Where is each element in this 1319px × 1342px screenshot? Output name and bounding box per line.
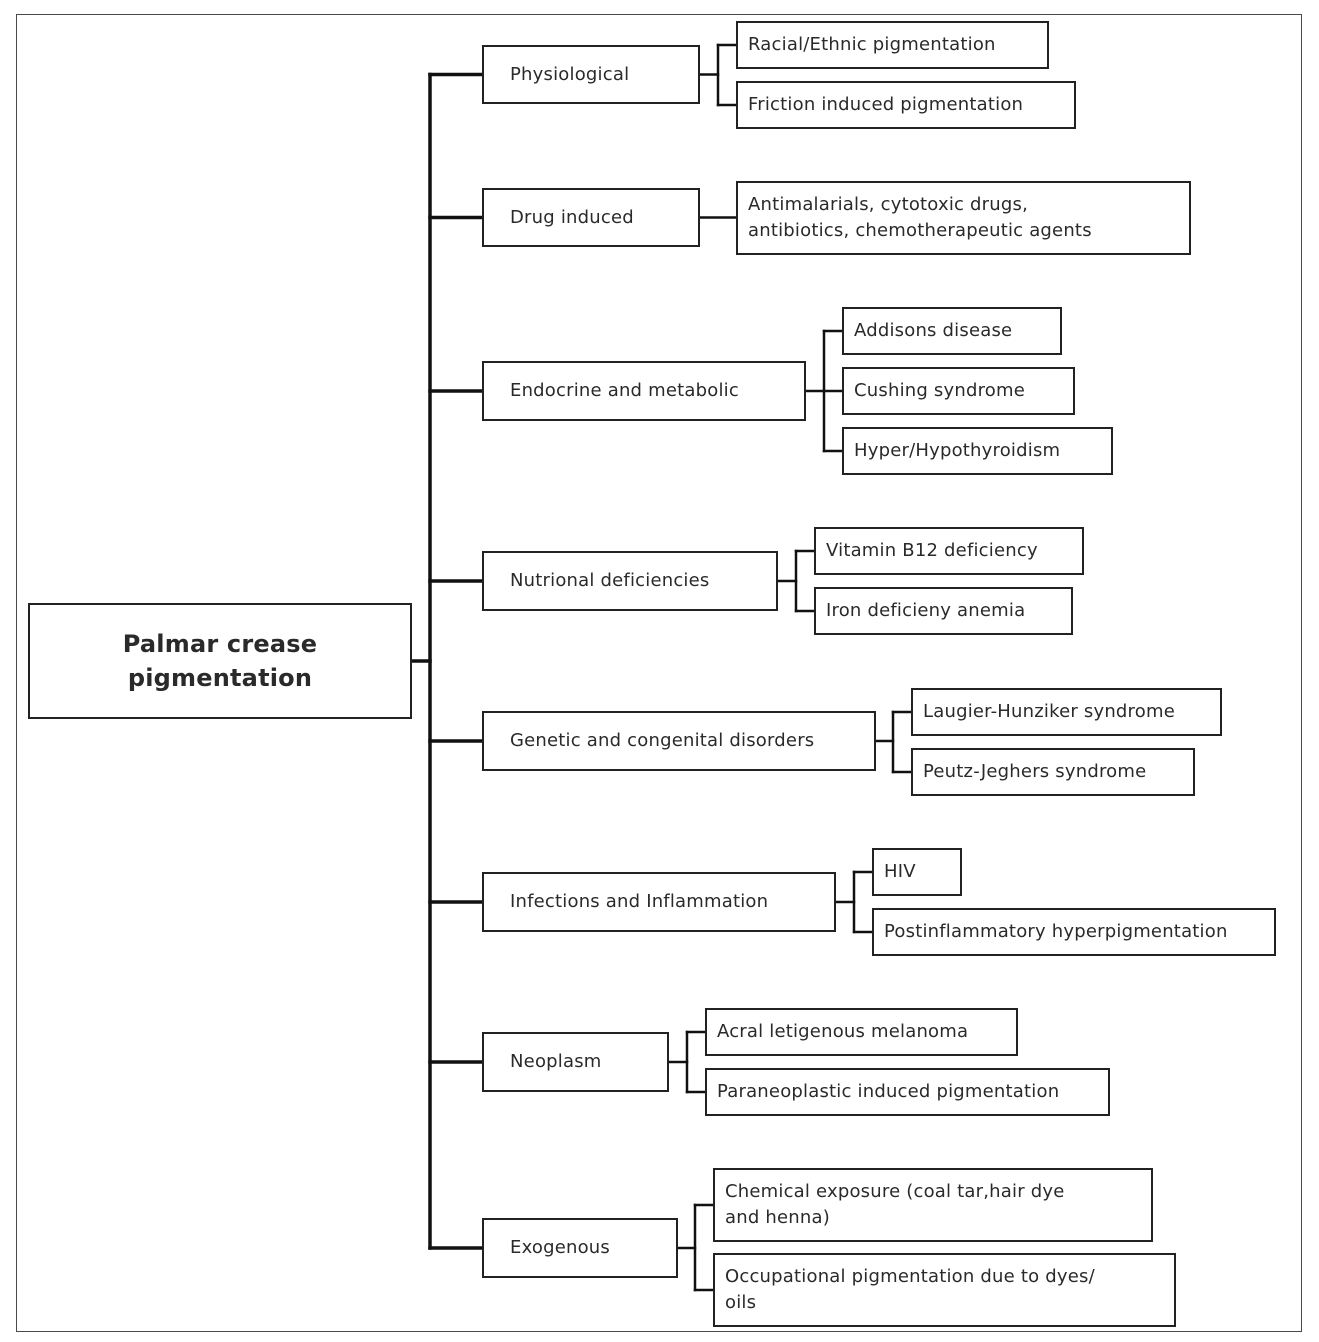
leaf-label: Postinflammatory hyperpigmentation (884, 921, 1228, 942)
leaf-label: Cushing syndrome (854, 380, 1026, 401)
category-drug-induced: Drug induced (482, 188, 700, 247)
leaf-label: Acral letigenous melanoma (717, 1021, 969, 1042)
category-genetic-and-congenital-disorders: Genetic and congenital disorders (482, 711, 876, 771)
leaf-hyper-hypothyroidism: Hyper/Hypothyroidism (842, 427, 1113, 475)
leaf-label: Vitamin B12 deficiency (826, 540, 1038, 561)
category-endocrine-and-metabolic: Endocrine and metabolic (482, 361, 806, 421)
category-label: Genetic and congenital disorders (510, 730, 815, 751)
leaf-occupational-pigmentation: Occupational pigmentation due to dyes/oi… (713, 1253, 1176, 1327)
category-nutritional-deficiencies: Nutrional deficiencies (482, 551, 778, 611)
leaf-paraneoplastic-induced-pigmentation: Paraneoplastic induced pigmentation (705, 1068, 1110, 1116)
category-label: Nutrional deficiencies (510, 570, 710, 591)
leaf-label: Peutz-Jeghers syndrome (923, 761, 1147, 782)
leaf-label: Occupational pigmentation due to dyes/oi… (725, 1266, 1095, 1313)
leaf-peutz-jeghers-syndrome: Peutz-Jeghers syndrome (911, 748, 1195, 796)
category-label: Endocrine and metabolic (510, 380, 739, 401)
leaf-friction-induced-pigmentation: Friction induced pigmentation (736, 81, 1076, 129)
leaf-iron-deficiency-anemia: Iron deficieny anemia (814, 587, 1073, 635)
category-physiological: Physiological (482, 45, 700, 104)
leaf-label: Antimalarials, cytotoxic drugs,antibioti… (748, 194, 1092, 241)
category-infections-and-inflammation: Infections and Inflammation (482, 872, 836, 932)
leaf-acral-lentiginous-melanoma: Acral letigenous melanoma (705, 1008, 1018, 1056)
leaf-label: Friction induced pigmentation (748, 94, 1024, 115)
category-neoplasm: Neoplasm (482, 1032, 669, 1092)
leaf-label: Racial/Ethnic pigmentation (748, 34, 996, 55)
leaf-label: Addisons disease (854, 320, 1013, 341)
leaf-label: Iron deficieny anemia (826, 600, 1026, 621)
leaf-drug-classes: Antimalarials, cytotoxic drugs,antibioti… (736, 181, 1191, 255)
category-label: Physiological (510, 63, 630, 85)
category-label: Infections and Inflammation (510, 891, 769, 912)
leaf-racial-ethnic-pigmentation: Racial/Ethnic pigmentation (736, 21, 1049, 69)
category-label: Exogenous (510, 1237, 610, 1258)
leaf-label: Hyper/Hypothyroidism (854, 440, 1061, 461)
leaf-label: Paraneoplastic induced pigmentation (717, 1081, 1060, 1102)
category-label: Neoplasm (510, 1051, 602, 1072)
category-exogenous: Exogenous (482, 1218, 678, 1278)
leaf-vitamin-b12-deficiency: Vitamin B12 deficiency (814, 527, 1084, 575)
leaf-addisons-disease: Addisons disease (842, 307, 1062, 355)
leaf-laugier-hunziker-syndrome: Laugier-Hunziker syndrome (911, 688, 1222, 736)
leaf-hiv: HIV (872, 848, 962, 896)
leaf-cushing-syndrome: Cushing syndrome (842, 367, 1075, 415)
category-label: Drug induced (510, 206, 634, 228)
leaf-postinflammatory-hyperpigmentation: Postinflammatory hyperpigmentation (872, 908, 1276, 956)
leaf-label: Laugier-Hunziker syndrome (923, 701, 1175, 722)
leaf-label: HIV (884, 861, 916, 882)
